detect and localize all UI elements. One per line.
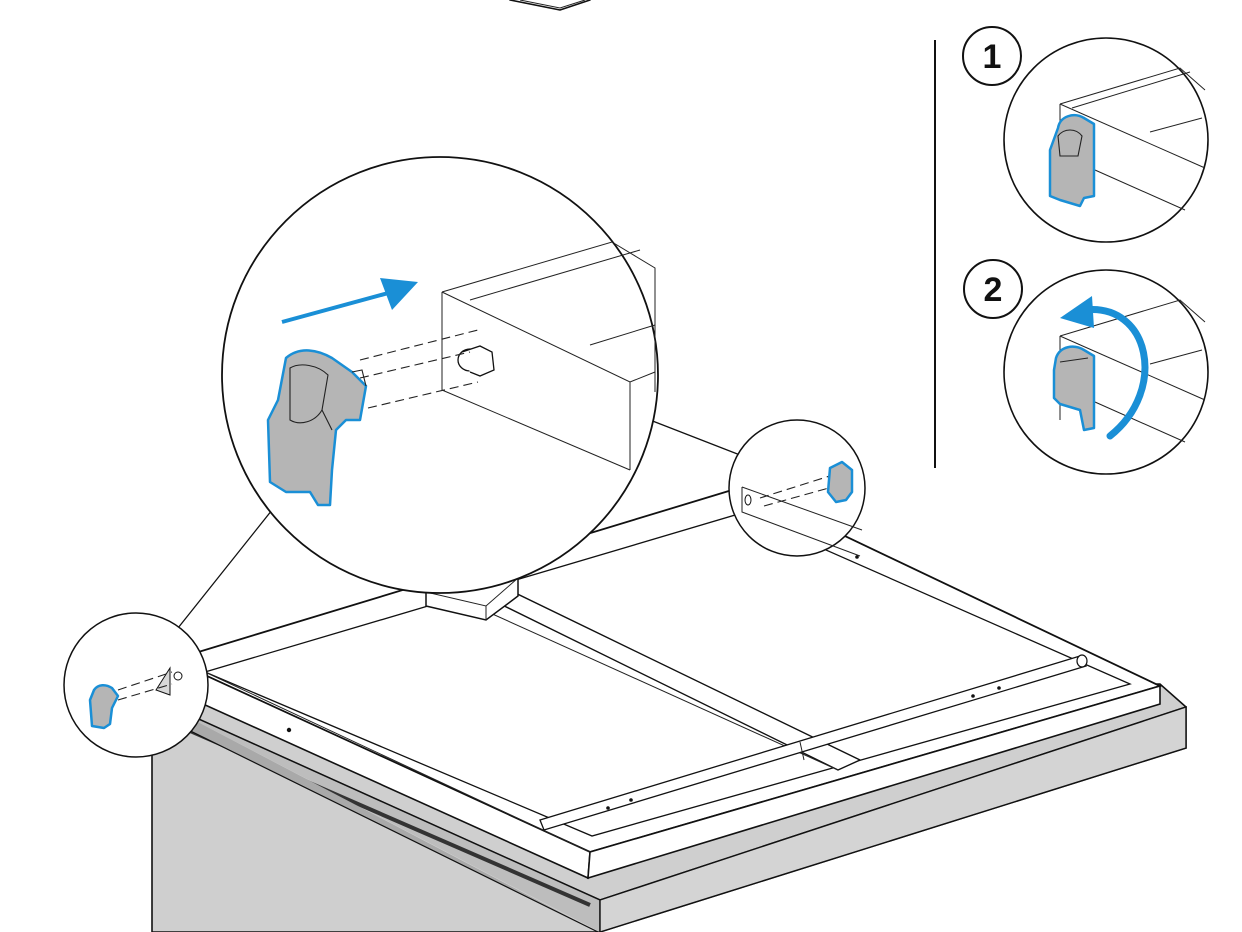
step-2-panel: 2 — [963, 259, 1209, 475]
rotate-arrow-head — [1060, 296, 1094, 328]
step-2-number: 2 — [984, 271, 1003, 309]
step-1-badge — [962, 26, 1022, 86]
clip-connector-right — [826, 460, 854, 504]
arrow-right-head — [380, 278, 418, 310]
step-2-badge — [963, 259, 1023, 319]
step-1-number: 1 — [983, 38, 1002, 76]
top-partial-panel — [509, 0, 591, 11]
arrow-right-icon — [281, 290, 393, 324]
detail-circle-left — [63, 612, 209, 758]
rotate-arrow-icon — [1080, 306, 1149, 440]
detail-circle-right — [728, 419, 866, 557]
step-2-circle — [1003, 269, 1209, 475]
detail-leader-line — [177, 499, 281, 629]
clip-connector-left — [88, 684, 120, 730]
detail-leader-line-right — [649, 419, 741, 456]
step-1-panel: 1 — [962, 26, 1209, 243]
bed-frame — [169, 486, 1163, 880]
clip-connector-step2 — [1052, 345, 1096, 432]
detail-zoom-circle — [221, 156, 659, 594]
clip-connector-step1 — [1048, 114, 1096, 208]
